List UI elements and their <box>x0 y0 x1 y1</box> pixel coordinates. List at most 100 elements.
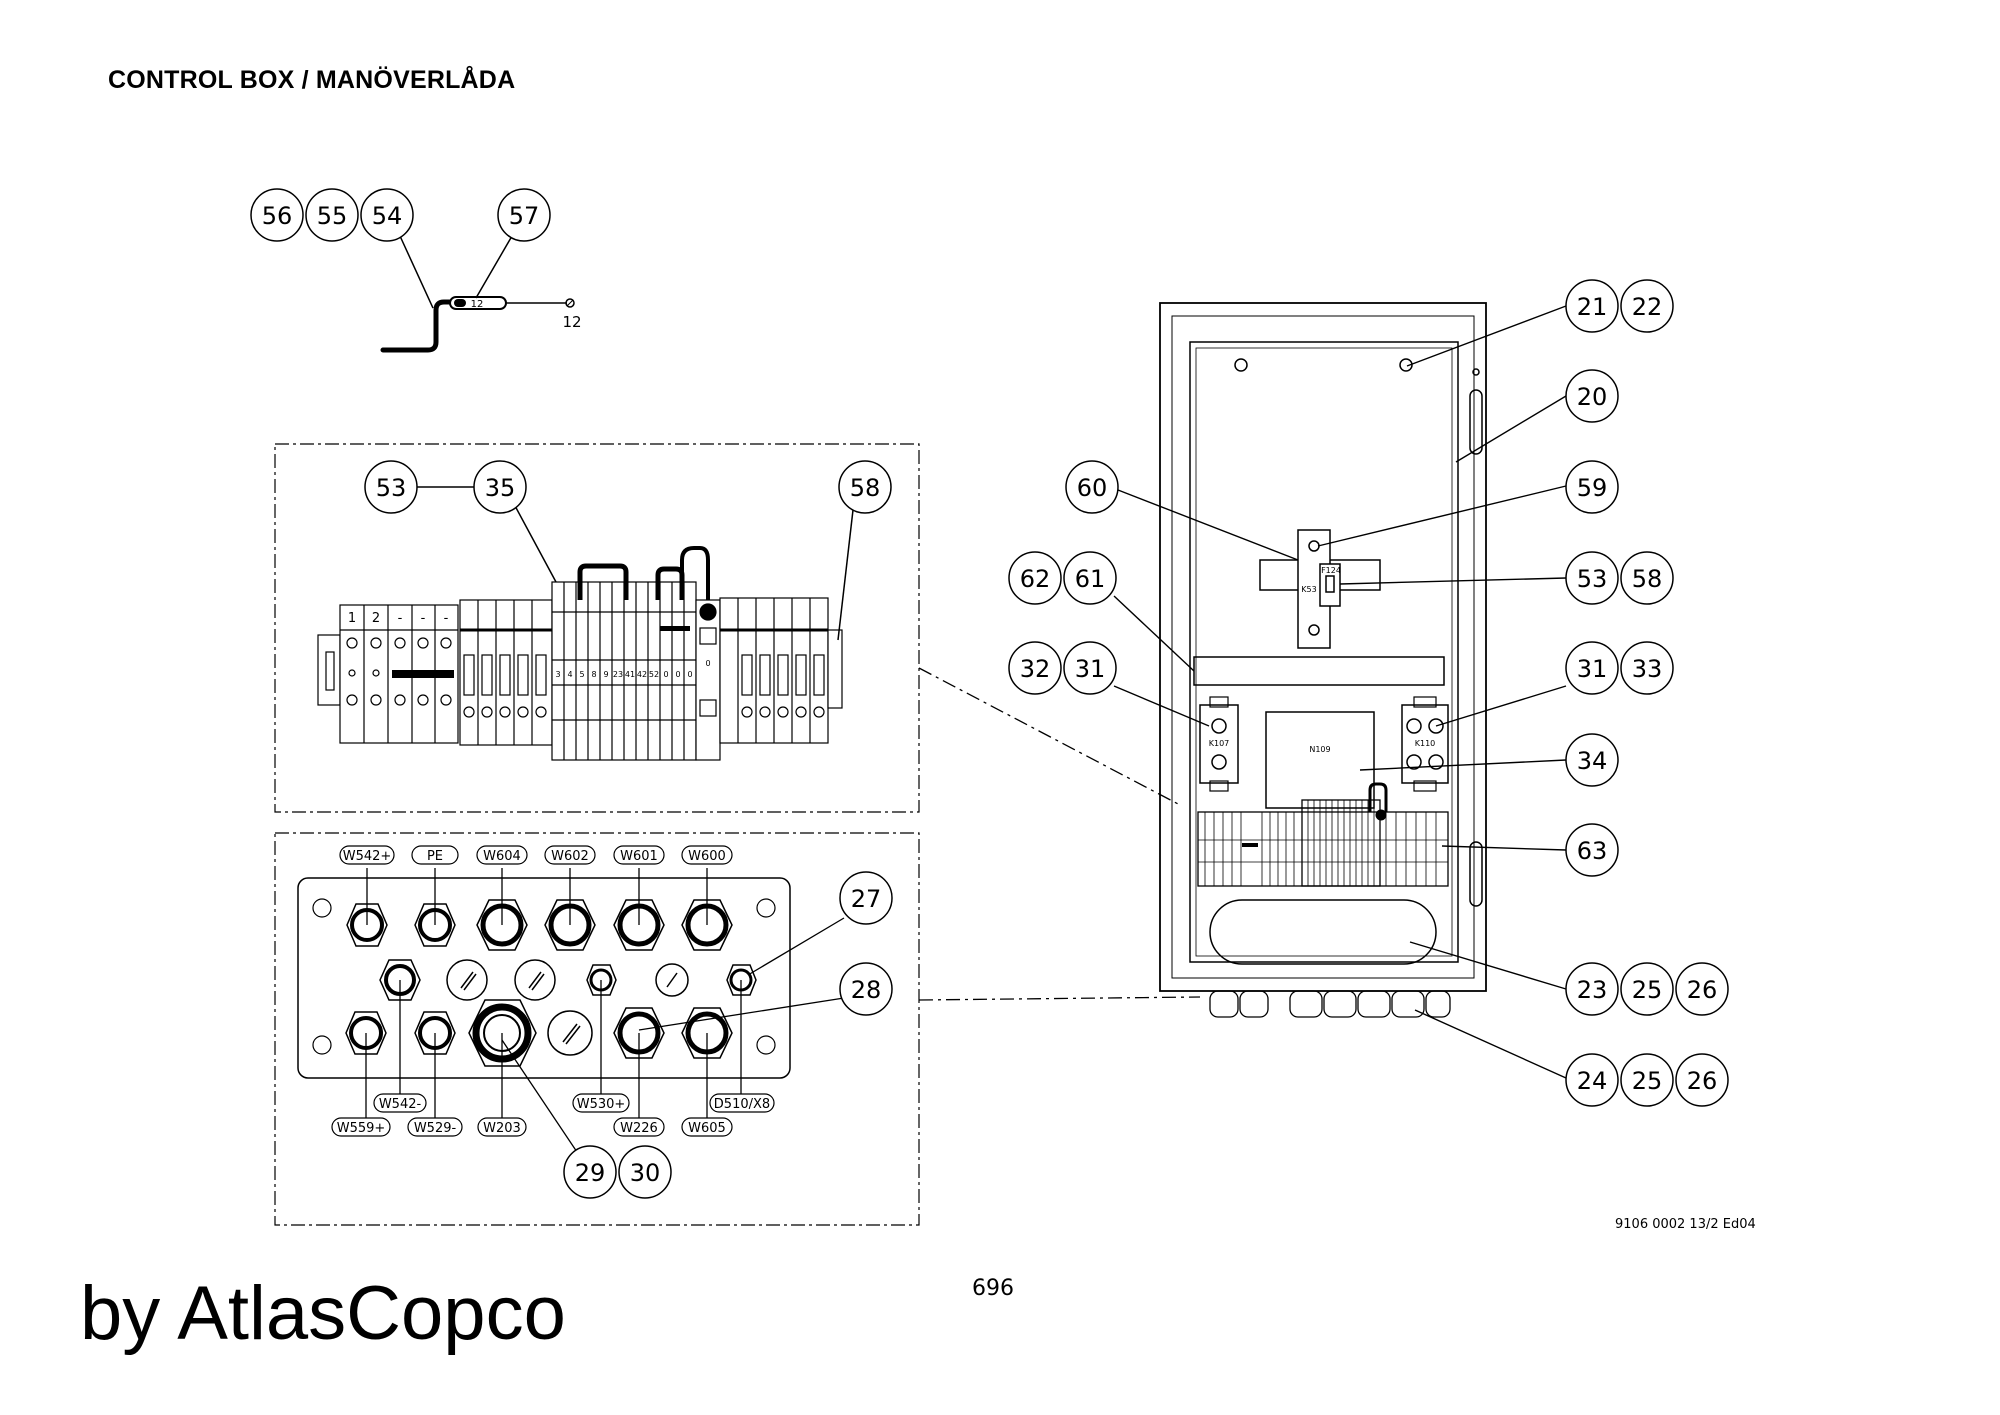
relay-k110 <box>1401 704 1449 784</box>
callout-32: 32 <box>1008 641 1062 695</box>
svg-text:30: 30 <box>630 1159 661 1187</box>
gland-detail-frame <box>274 832 920 1226</box>
rail-head-1: 1 <box>348 611 356 626</box>
gland-label-d510: D510/X8 <box>714 1097 770 1112</box>
callout-54: 54 <box>360 188 414 242</box>
callout-29: 29 <box>563 1145 617 1199</box>
rail-number: 23 <box>613 670 623 679</box>
callout-57: 57 <box>497 188 551 242</box>
terminal-leaders <box>417 486 854 641</box>
gland-label-w529m: W529- <box>414 1121 457 1136</box>
callout-21: 21 <box>1565 279 1619 333</box>
cabinet-outer <box>1159 302 1487 992</box>
callout-31-right: 31 <box>1565 641 1619 695</box>
svg-text:58: 58 <box>1632 565 1663 593</box>
rail-number: 52 <box>649 670 659 679</box>
cabinet-leaders <box>1113 305 1567 1079</box>
module-n109 <box>1265 711 1375 809</box>
door-latch <box>1469 389 1483 455</box>
wire-cable <box>380 299 458 353</box>
door-latch <box>1469 841 1483 907</box>
blind-plug <box>655 963 689 997</box>
wire-marker-text: 12 <box>471 299 484 310</box>
svg-text:53: 53 <box>376 474 407 502</box>
svg-text:25: 25 <box>1632 976 1663 1004</box>
callout-55: 55 <box>305 188 359 242</box>
brand-footer: by AtlasCopco <box>80 1271 566 1356</box>
bottom-gland <box>1391 990 1425 1018</box>
rail-number: 3 <box>555 670 560 679</box>
bottom-gland <box>1323 990 1357 1018</box>
gland-label-w600: W600 <box>688 849 726 864</box>
svg-text:57: 57 <box>509 202 540 230</box>
rail-head-5: - <box>444 611 449 626</box>
gland-label-w530p: W530+ <box>577 1097 626 1112</box>
label-strip <box>1193 656 1445 686</box>
svg-text:60: 60 <box>1077 474 1108 502</box>
rail-head-4: - <box>421 611 426 626</box>
callout-25-a: 25 <box>1620 962 1674 1016</box>
relay-k107 <box>1199 704 1239 784</box>
relay-mark: 0 <box>705 659 710 668</box>
callout-28: 28 <box>839 962 893 1016</box>
svg-text:59: 59 <box>1577 474 1608 502</box>
callout-20: 20 <box>1565 369 1619 423</box>
callout-62: 62 <box>1008 551 1062 605</box>
bottom-gland <box>1289 990 1323 1018</box>
bottom-gland <box>1425 990 1451 1018</box>
rail-number: 9 <box>603 670 608 679</box>
callout-33: 33 <box>1620 641 1674 695</box>
gland-label-w226: W226 <box>620 1121 658 1136</box>
component-k110: K110 <box>1415 739 1436 748</box>
callout-61: 61 <box>1063 551 1117 605</box>
component-k53: K53 <box>1301 585 1316 594</box>
svg-text:22: 22 <box>1632 293 1663 321</box>
svg-text:55: 55 <box>317 202 348 230</box>
control-box-cabinet <box>1159 302 1487 1018</box>
gland-label-w602: W602 <box>551 849 589 864</box>
svg-text:53: 53 <box>1577 565 1608 593</box>
callout-58-cabinet: 58 <box>1620 551 1674 605</box>
callout-31-left: 31 <box>1063 641 1117 695</box>
gland-label-w601: W601 <box>620 849 658 864</box>
callout-53-detail: 53 <box>364 460 418 514</box>
callout-26-a: 26 <box>1675 962 1729 1016</box>
bridge-bar <box>392 670 454 678</box>
gland-label-w605: W605 <box>688 1121 726 1136</box>
component-k107: K107 <box>1209 739 1230 748</box>
terminal-detail-frame <box>274 443 920 813</box>
callout-26-b: 26 <box>1675 1053 1729 1107</box>
svg-text:33: 33 <box>1632 655 1663 683</box>
svg-text:26: 26 <box>1687 976 1718 1004</box>
callout-56: 56 <box>250 188 304 242</box>
cabinet-terminal-rail <box>1197 811 1449 887</box>
bottom-gland <box>1239 990 1269 1018</box>
svg-text:58: 58 <box>850 474 881 502</box>
svg-text:29: 29 <box>575 1159 606 1187</box>
bottom-gland <box>1209 990 1239 1018</box>
svg-text:20: 20 <box>1577 383 1608 411</box>
callout-24: 24 <box>1565 1053 1619 1107</box>
callout-27: 27 <box>839 871 893 925</box>
svg-text:26: 26 <box>1687 1067 1718 1095</box>
gland-label-w542m: W542- <box>379 1097 422 1112</box>
callout-34: 34 <box>1565 733 1619 787</box>
svg-text:31: 31 <box>1577 655 1608 683</box>
gland-label-w604: W604 <box>483 849 521 864</box>
rail-number: 41 <box>625 670 635 679</box>
detail-reference-lines <box>918 667 1201 1001</box>
svg-text:34: 34 <box>1577 747 1608 775</box>
callout-23: 23 <box>1565 962 1619 1016</box>
rail-head-2: 2 <box>372 611 380 626</box>
svg-text:61: 61 <box>1075 565 1106 593</box>
page-number: 696 <box>972 1276 1014 1301</box>
svg-text:25: 25 <box>1632 1067 1663 1095</box>
svg-text:63: 63 <box>1577 837 1608 865</box>
blind-plug <box>446 959 488 1001</box>
page-title: CONTROL BOX / MANÖVERLÅDA <box>108 66 516 94</box>
gland-label-w203: W203 <box>483 1121 521 1136</box>
callout-59: 59 <box>1565 460 1619 514</box>
gland-label-boxes <box>331 845 775 1137</box>
svg-text:35: 35 <box>485 474 516 502</box>
terminal-rail <box>317 546 843 761</box>
